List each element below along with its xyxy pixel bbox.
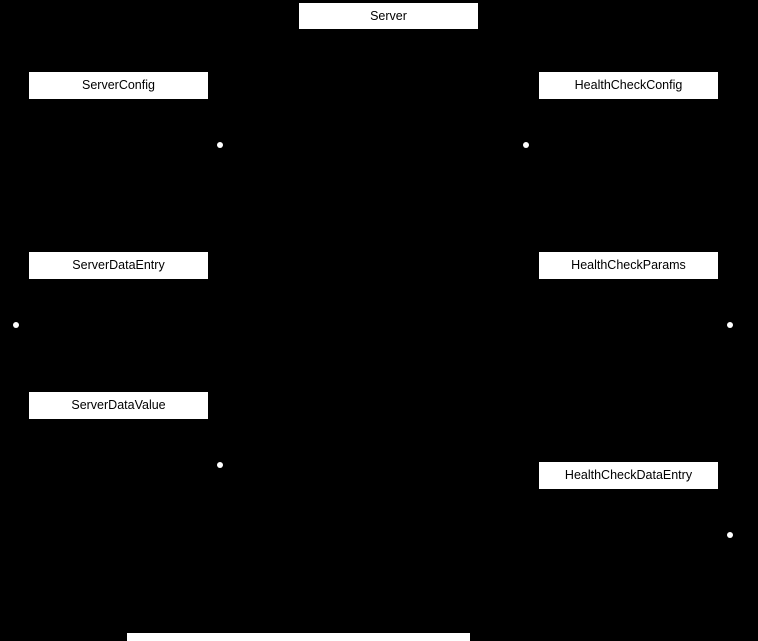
- node-server-config: ServerConfig: [29, 72, 208, 99]
- node-server-data-value: ServerDataValue: [29, 392, 208, 419]
- node-label: HealthCheckDataEntry: [564, 468, 693, 483]
- connector-dot-icon: [727, 532, 733, 538]
- connector-dot-icon: [13, 322, 19, 328]
- node-server: Server: [299, 3, 478, 29]
- node-label: Server: [370, 8, 407, 23]
- node-label: ServerDataEntry: [72, 258, 165, 273]
- node-health-check-params: HealthCheckParams: [539, 252, 718, 279]
- connector-dot-icon: [217, 142, 223, 148]
- node-label: ServerConfig: [82, 78, 155, 93]
- node-label: HealthCheckConfig: [574, 78, 683, 93]
- connector-dot-icon: [727, 322, 733, 328]
- bottom-clipped-node: [127, 633, 470, 641]
- node-health-check-data-entry: HealthCheckDataEntry: [539, 462, 718, 489]
- connector-dot-icon: [217, 462, 223, 468]
- connector-dot-icon: [523, 142, 529, 148]
- node-label: ServerDataValue: [71, 398, 166, 413]
- node-label: HealthCheckParams: [571, 258, 686, 273]
- node-health-check-config: HealthCheckConfig: [539, 72, 718, 99]
- node-server-data-entry: ServerDataEntry: [29, 252, 208, 279]
